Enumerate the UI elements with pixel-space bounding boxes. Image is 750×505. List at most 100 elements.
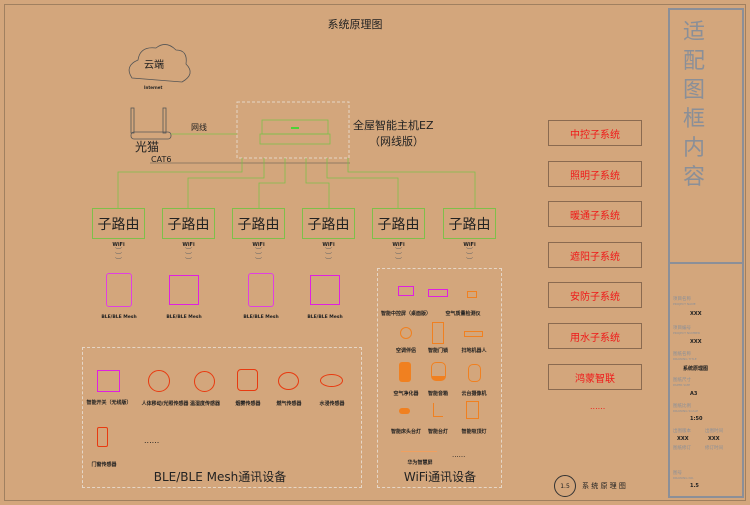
- smart-speaker-icon: [431, 362, 446, 381]
- field-value: XXX: [708, 436, 720, 442]
- sub-router-3: 子路由: [232, 208, 285, 239]
- host-box: [236, 101, 350, 159]
- subsystem-shading: 遮阳子系统: [548, 242, 642, 268]
- smart-socket-icon: [310, 275, 340, 305]
- device-label: 智能中控屏（桌面版）: [380, 311, 431, 317]
- device-label: 温湿度传感器: [189, 401, 220, 407]
- subsystem-central-control: 中控子系统: [548, 120, 642, 146]
- ble-group-title: BLE/BLE Mesh通讯设备: [153, 470, 287, 484]
- device-label: 智能音箱: [427, 391, 448, 397]
- ble-devices-group: [82, 347, 362, 488]
- host-device-icon: [259, 119, 331, 145]
- field-label-en: DRAWING SCALE: [673, 409, 699, 413]
- device-label: 云台摄像机: [461, 391, 487, 397]
- cat6-label: CAT6: [151, 155, 172, 164]
- panel-label: BLE/BLE Mesh: [243, 315, 279, 320]
- ceiling-light-icon: [466, 401, 479, 419]
- field-value: XXX: [677, 436, 689, 442]
- drawing-footer-title: 系 统 原 理 图: [582, 482, 626, 490]
- host-name: 全屋智能主机EZ: [353, 119, 434, 132]
- wifi-waves-icon: ︶︶︶: [325, 247, 332, 265]
- panel-label: BLE/BLE Mesh: [166, 315, 202, 320]
- robot-vacuum-icon: [464, 331, 483, 337]
- control-screen-icon: [398, 286, 414, 296]
- wifi-label: WiFi: [392, 242, 405, 248]
- subsystems-more: ......: [590, 402, 606, 411]
- panel-label: BLE/BLE Mesh: [101, 315, 137, 320]
- field-label-en: PROJECT NUMBER: [673, 331, 700, 335]
- wifi-waves-icon: ︶︶︶: [466, 247, 473, 265]
- device-label: 门窗传感器: [91, 462, 117, 468]
- sub-router-6: 子路由: [443, 208, 496, 239]
- modem-label: 光猫: [135, 140, 160, 154]
- smart-socket-icon: [169, 275, 199, 305]
- sub-router-2: 子路由: [162, 208, 215, 239]
- page-title: 系统原理图: [327, 18, 383, 31]
- drawing-frame: [4, 4, 746, 501]
- subsystem-water: 用水子系统: [548, 323, 642, 349]
- field-label: 出图版本: [673, 429, 691, 434]
- door-sensor-icon: [97, 427, 108, 447]
- device-label: 空气质量检测仪: [445, 311, 481, 317]
- wifi-waves-icon: ︶︶︶: [115, 247, 122, 265]
- air-quality-icon: [467, 291, 477, 298]
- device-label: 烟雾传感器: [235, 401, 261, 407]
- device-label: 空气净化器: [393, 391, 419, 397]
- field-label: 图纸尺寸: [673, 378, 691, 383]
- field-label: 图纸比例: [673, 404, 691, 409]
- wifi-devices-group: [377, 268, 502, 488]
- bedside-lamp-icon: [399, 408, 410, 414]
- field-label: 图纸修订: [673, 446, 691, 451]
- device-label: 智能台灯: [427, 429, 448, 435]
- title-block-heading: 适配图框内容: [682, 20, 705, 190]
- device-label: 扫地机器人: [461, 348, 487, 354]
- sub-router-5: 子路由: [372, 208, 425, 239]
- desk-lamp-icon: [433, 403, 443, 417]
- field-value: 1:50: [690, 416, 703, 422]
- sub-router-1: 子路由: [92, 208, 145, 239]
- ac-companion-icon: [400, 327, 412, 339]
- device-label: 空调伴侣: [395, 348, 416, 354]
- field-value: 系统原理图: [683, 366, 709, 372]
- motion-sensor-icon: [148, 370, 170, 392]
- gas-sensor-icon: [278, 372, 299, 390]
- subsystem-lighting: 照明子系统: [548, 161, 642, 187]
- wifi-label: WiFi: [252, 242, 265, 248]
- device-label: 智能床头台灯: [390, 429, 421, 435]
- subsystem-harmonyos-connect: 鸿蒙智联: [548, 364, 642, 390]
- title-block-divider: [668, 262, 744, 264]
- wifi-group-title: WiFi通讯设备: [403, 470, 477, 484]
- device-label: 智能门锁: [427, 348, 448, 354]
- field-value: 1.5: [690, 483, 699, 489]
- host-variant: （网线版）: [369, 135, 424, 148]
- temp-humidity-sensor-icon: [194, 371, 215, 392]
- field-value: XXX: [690, 311, 702, 317]
- modem-icon: [130, 107, 172, 140]
- field-label-en: PAPER SIZE: [673, 383, 691, 387]
- field-label: 项目名称: [673, 297, 691, 302]
- wifi-waves-icon: ︶︶︶: [395, 247, 402, 265]
- device-label: 水浸传感器: [319, 401, 345, 407]
- field-label: 出图时间: [705, 429, 723, 434]
- wifi-more: ......: [452, 451, 466, 459]
- field-label: 项目编号: [673, 326, 691, 331]
- device-label: 人体移动/光照传感器: [141, 401, 189, 407]
- wifi-label: WiFi: [112, 242, 125, 248]
- smart-switch-icon: [97, 370, 120, 392]
- subsystem-hvac: 暖通子系统: [548, 201, 642, 227]
- device-label: 华为智慧屏: [407, 460, 433, 466]
- smart-panel-icon: [106, 273, 132, 307]
- field-value: A3: [690, 391, 698, 397]
- wifi-label: WiFi: [182, 242, 195, 248]
- wifi-waves-icon: ︶︶︶: [185, 247, 192, 265]
- smart-screen-icon: [401, 443, 437, 452]
- internet-label: Internet: [144, 85, 163, 90]
- wifi-waves-icon: ︶︶︶: [255, 247, 262, 265]
- door-lock-icon: [432, 322, 444, 344]
- smart-panel-icon: [248, 273, 274, 307]
- drawing-number-badge: 1.5: [554, 475, 576, 497]
- device-label: 燃气传感器: [276, 401, 302, 407]
- field-label: 图号: [673, 471, 682, 476]
- wifi-label: WiFi: [322, 242, 335, 248]
